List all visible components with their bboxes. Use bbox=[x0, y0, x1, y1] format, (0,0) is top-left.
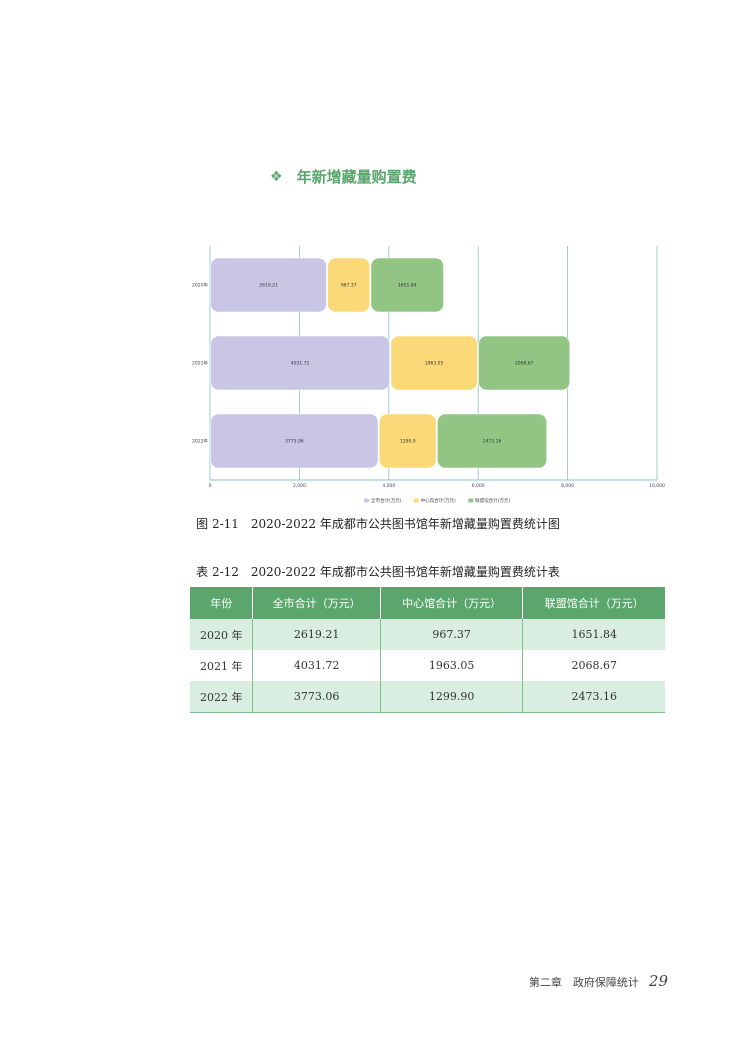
y-category-label-2: 2022年 bbox=[192, 438, 208, 445]
data-label-1-0: 4031.72 bbox=[291, 361, 310, 367]
header-year: 年份 bbox=[190, 587, 254, 619]
section-heading: ❖ 年新增藏量购置费 bbox=[270, 166, 417, 187]
stacked-bar-chart: 0 2,000 4,000 6,000 8,000 10,000 2020年 2619.21 9… bbox=[192, 246, 665, 504]
legend-label-1: 中心馆合计(万元) bbox=[421, 497, 456, 504]
table-cell: 3773.06 bbox=[252, 681, 381, 713]
table-cell: 1963.05 bbox=[380, 650, 524, 681]
x-tick-label-1: 2,000 bbox=[293, 483, 306, 489]
y-category-label-1: 2021年 bbox=[192, 360, 208, 367]
bar-2-2 bbox=[437, 413, 548, 469]
x-tick-label-3: 6,000 bbox=[472, 483, 485, 489]
page-number: 29 bbox=[648, 972, 668, 990]
header-city-total: 全市合计（万元） bbox=[252, 587, 381, 619]
legend-swatch-1 bbox=[413, 498, 419, 503]
x-tick-label-5: 10,000 bbox=[649, 483, 665, 489]
bar-2-0 bbox=[210, 413, 379, 469]
table-cell: 2021 年 bbox=[190, 650, 254, 681]
bar-2-1 bbox=[378, 413, 437, 469]
table-cell: 2020 年 bbox=[190, 619, 254, 650]
table-header-row: 年份 全市合计（万元） 中心馆合计（万元） 联盟馆合计（万元） bbox=[190, 587, 665, 619]
table-caption: 表 2-12 2020-2022 年成都市公共图书馆年新增藏量购置费统计表 bbox=[0, 563, 756, 580]
table-cell: 2022 年 bbox=[190, 681, 254, 713]
section-title: 年新增藏量购置费 bbox=[296, 168, 417, 186]
table-cell: 1299.90 bbox=[380, 681, 524, 713]
data-label-0-2: 1651.84 bbox=[398, 283, 417, 289]
bar-0-1 bbox=[327, 257, 371, 313]
x-tick-label-2: 4,000 bbox=[382, 483, 395, 489]
figure-caption: 图 2-11 2020-2022 年成都市公共图书馆年新增藏量购置费统计图 bbox=[0, 515, 756, 532]
figure-caption-text: 2020-2022 年成都市公共图书馆年新增藏量购置费统计图 bbox=[250, 517, 560, 531]
legend-swatch-0 bbox=[364, 498, 369, 503]
data-label-2-1: 1299.9 bbox=[400, 439, 416, 445]
header-central-total: 中心馆合计（万元） bbox=[380, 587, 524, 619]
table-cell: 2473.16 bbox=[522, 681, 665, 713]
table-caption-text: 2020-2022 年成都市公共图书馆年新增藏量购置费统计表 bbox=[250, 565, 560, 579]
table-number: 表 2-12 bbox=[196, 565, 239, 579]
x-tick-label-4: 8,000 bbox=[561, 483, 574, 489]
legend-swatch-2 bbox=[468, 498, 474, 503]
table-cell: 2619.21 bbox=[252, 619, 381, 650]
diamond-bullet-icon: ❖ bbox=[270, 168, 283, 185]
data-label-0-1: 967.37 bbox=[341, 283, 357, 289]
bar-0-2 bbox=[370, 257, 444, 313]
bar-0-0 bbox=[210, 257, 327, 313]
table-row: 2022 年 3773.06 1299.90 2473.16 bbox=[190, 681, 665, 713]
legend-label-0: 全市合计(万元) bbox=[371, 497, 402, 504]
x-tick-label-0: 0 bbox=[209, 483, 212, 489]
chapter-label: 第二章 政府保障统计 bbox=[528, 976, 639, 989]
data-table: 年份 全市合计（万元） 中心馆合计（万元） 联盟馆合计（万元） 2020 年 2… bbox=[190, 587, 665, 713]
data-label-0-0: 2619.21 bbox=[259, 283, 278, 289]
table-row: 2021 年 4031.72 1963.05 2068.67 bbox=[190, 650, 665, 681]
data-label-1-2: 2068.67 bbox=[515, 361, 534, 367]
bar-1-0 bbox=[210, 335, 390, 391]
data-label-1-1: 1963.05 bbox=[425, 361, 444, 367]
table-cell: 967.37 bbox=[380, 619, 524, 650]
data-label-2-2: 2473.16 bbox=[483, 439, 502, 445]
page-footer: 第二章 政府保障统计 29 bbox=[529, 972, 668, 990]
table-cell: 1651.84 bbox=[522, 619, 665, 650]
y-category-label-0: 2020年 bbox=[192, 282, 208, 289]
bar-1-1 bbox=[390, 335, 478, 391]
table-cell: 2068.67 bbox=[571, 659, 617, 672]
table-cell: 4031.72 bbox=[252, 650, 381, 681]
bar-1-2 bbox=[478, 335, 571, 391]
table-row: 2020 年 2619.21 967.37 1651.84 bbox=[190, 619, 665, 650]
data-label-2-0: 3773.06 bbox=[285, 439, 304, 445]
legend-label-2: 联盟馆合计(万元) bbox=[475, 497, 510, 504]
figure-number: 图 2-11 bbox=[196, 517, 239, 531]
header-alliance-total: 联盟馆合计（万元） bbox=[522, 587, 665, 619]
